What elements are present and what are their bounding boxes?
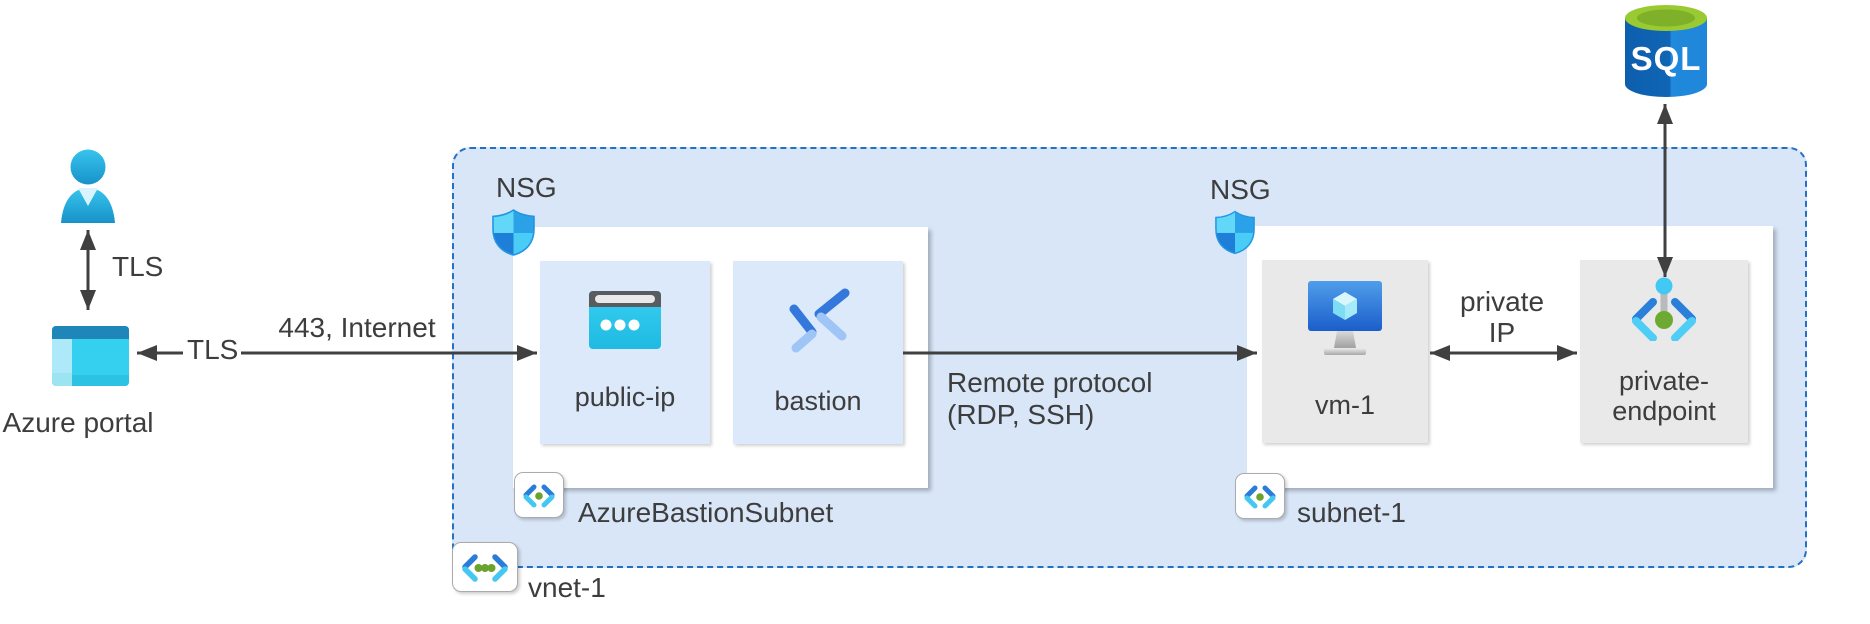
private-ip-label: private IP xyxy=(1459,286,1545,348)
public-ip-label: public-ip xyxy=(574,382,676,413)
tls-vertical-label: TLS xyxy=(112,251,164,282)
azure-portal-label: Azure portal xyxy=(2,407,154,438)
bastion-subnet-label: AzureBastionSubnet xyxy=(578,497,834,528)
nsg-subnet1-label: NSG xyxy=(1210,174,1271,205)
private-endpoint-icon xyxy=(1632,277,1696,346)
subnet-icon-badge xyxy=(1235,473,1285,519)
nsg-bastion-label: NSG xyxy=(496,172,557,203)
public-ip-icon xyxy=(589,291,661,354)
port-internet-label: 443, Internet xyxy=(278,312,436,343)
user-icon xyxy=(56,147,120,230)
azure-portal-icon xyxy=(52,326,129,386)
remote-protocol-label: Remote protocol (RDP, SSH) xyxy=(947,367,1153,430)
nsg-shield-icon xyxy=(492,209,535,261)
vm1-label: vm-1 xyxy=(1315,390,1375,421)
vm1-card: vm-1 xyxy=(1262,260,1428,443)
bastion-label: bastion xyxy=(774,386,862,417)
private-endpoint-card: private-endpoint xyxy=(1580,260,1748,443)
nsg-shield-icon xyxy=(1215,210,1255,260)
virtual-machine-icon xyxy=(1308,281,1382,362)
sql-label: SQL xyxy=(1630,40,1702,77)
tls-horizontal-label: TLS xyxy=(187,334,239,365)
bastion-card: bastion xyxy=(733,261,903,444)
private-endpoint-label: private-endpoint xyxy=(1612,366,1716,426)
public-ip-card: public-ip xyxy=(540,261,710,444)
subnet1-label: subnet-1 xyxy=(1297,497,1406,528)
subnet-icon-badge xyxy=(514,472,564,518)
vnet-icon-badge xyxy=(452,542,518,592)
vnet-label: vnet-1 xyxy=(528,572,606,603)
sql-database-icon: SQL xyxy=(1624,4,1708,98)
bastion-icon xyxy=(785,287,851,358)
